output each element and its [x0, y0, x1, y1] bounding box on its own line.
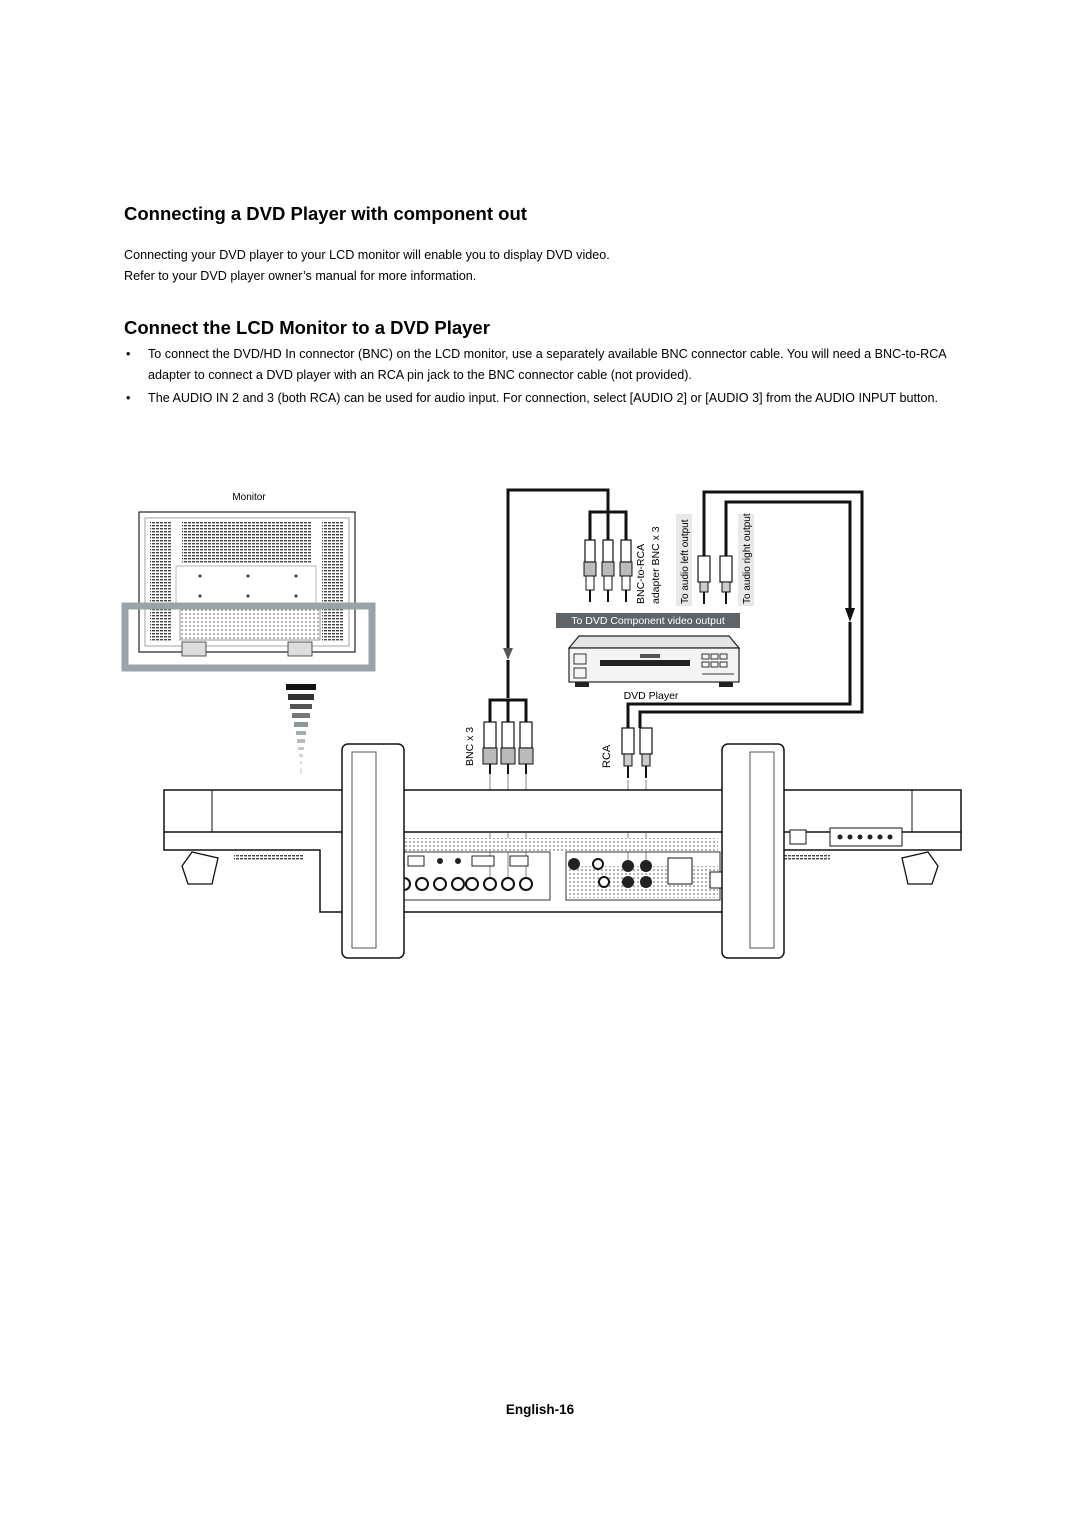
- bullet-marker: •: [126, 347, 131, 361]
- audio-left-label: To audio left output: [680, 519, 691, 604]
- section-title-connect-monitor: Connect the LCD Monitor to a DVD Player: [124, 317, 490, 338]
- intro-line-2: Refer to your DVD player owner’s manual …: [124, 269, 477, 283]
- audio-right-label: To audio right output: [742, 513, 753, 604]
- connection-diagram: Monitor: [121, 488, 962, 959]
- bnc-rca-label-2: adapter BNC x 3: [650, 526, 662, 604]
- monitor-label: Monitor: [232, 492, 266, 503]
- rca-label: RCA: [601, 744, 613, 768]
- instruction-bnc-text: To connect the DVD/HD In connector (BNC)…: [148, 347, 946, 382]
- audio-cables: To audio left output To audio right outp…: [626, 490, 864, 728]
- section-title-dvd-component: Connecting a DVD Player with component o…: [124, 203, 527, 224]
- component-output-banner: [556, 613, 740, 628]
- zoom-indicator: [286, 684, 316, 774]
- monitor-connector-panel: [163, 743, 962, 959]
- monitor-rear-view: Monitor: [121, 492, 376, 672]
- instruction-audio-text: The AUDIO IN 2 and 3 (both RCA) can be u…: [148, 391, 939, 405]
- intro-line-1: Connecting your DVD player to your LCD m…: [124, 248, 610, 262]
- dvd-player-illustration: [567, 635, 741, 687]
- component-output-label: To DVD Component video output: [571, 615, 725, 627]
- instruction-list: • To connect the DVD/HD In connector (BN…: [124, 344, 954, 411]
- instruction-bnc: • To connect the DVD/HD In connector (BN…: [124, 344, 954, 386]
- dvd-player-label: DVD Player: [624, 690, 679, 702]
- bnc-to-rca-adapters: BNC-to-RCA adapter BNC x 3: [583, 526, 662, 604]
- instruction-audio: • The AUDIO IN 2 and 3 (both RCA) can be…: [124, 388, 954, 409]
- page-number: English-16: [505, 1402, 575, 1417]
- bullet-marker: •: [126, 391, 131, 405]
- bnc-rca-label-1: BNC-to-RCA: [635, 544, 647, 604]
- bnc-label: BNC x 3: [464, 727, 476, 766]
- component-cable: [488, 488, 628, 722]
